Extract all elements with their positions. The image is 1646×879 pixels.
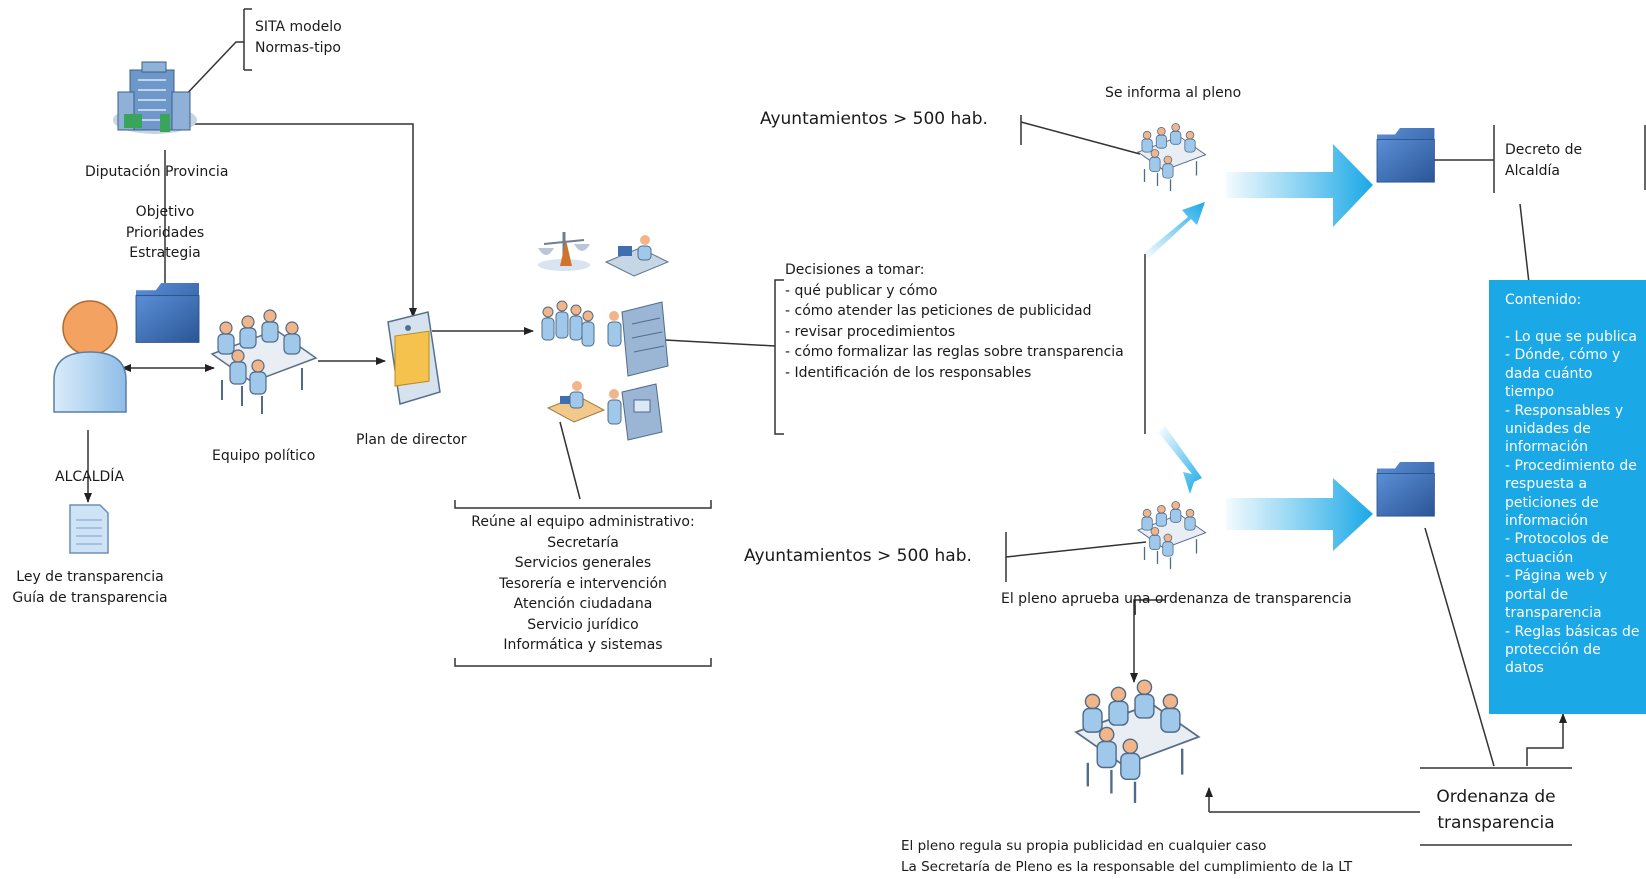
decisiones-label: Decisiones a tomar:- qué publicar y cómo… <box>785 262 1124 381</box>
contenido-item: - Lo que se publica <box>1505 329 1637 345</box>
big-arrow-top-icon <box>1226 144 1373 227</box>
contenido-item: - Página web y portal de transparencia <box>1505 568 1608 622</box>
computer-worker-icon <box>604 235 670 277</box>
contenido-item: - Responsables y unidades de información <box>1505 402 1624 456</box>
equipo-label: Equipo político <box>212 448 316 464</box>
people-group-icon <box>541 300 595 347</box>
informa-label: Se informa al pleno <box>1105 85 1242 101</box>
admin-team-icons <box>538 232 670 441</box>
big-arrow-bottom-icon <box>1226 478 1373 551</box>
ley-document-icon <box>69 504 109 554</box>
alcaldia-label: ALCALDÍA <box>55 469 125 485</box>
alcaldia-person-icon <box>53 300 127 413</box>
diagonal-arrow-up-icon <box>1143 202 1205 259</box>
diputacion-label: Diputación Provincia <box>85 164 229 180</box>
decreto-folder-icon <box>1376 127 1435 183</box>
aprueba-label: El pleno aprueba una ordenanza de transp… <box>1001 591 1352 607</box>
contenido-item: - Reglas básicas de protección de datos <box>1505 623 1640 677</box>
pleno-top-meeting-icon <box>1137 122 1207 192</box>
plan-director-tablet-icon <box>387 311 441 405</box>
contenido-box: Contenido: - Lo que se publica - Dónde, … <box>1489 280 1646 714</box>
folder-icon <box>135 282 200 343</box>
desk-worker-icon <box>546 381 606 423</box>
contenido-item: - Protocolos de actuación <box>1505 531 1609 566</box>
reune-label: Reúne al equipo administrativo:Secretarí… <box>471 514 695 653</box>
diagonal-arrow-down-icon <box>1158 426 1202 494</box>
diputacion-building-icon <box>113 61 197 134</box>
justice-scale-icon <box>538 232 590 271</box>
pleno-middle-meeting-icon <box>1137 500 1207 570</box>
ayto-bottom-label: Ayuntamientos > 500 hab. <box>744 546 972 566</box>
terminal-machine-icon <box>607 383 663 441</box>
pleno-bottom-meeting-icon <box>1074 679 1200 805</box>
contenido-list: - Lo que se publica - Dónde, cómo y dada… <box>1505 328 1643 678</box>
plan-label: Plan de director <box>356 432 467 448</box>
contenido-item: - Procedimiento de respuesta a peticione… <box>1505 457 1637 530</box>
contenido-item: - Dónde, cómo y dada cuánto tiempo <box>1505 347 1621 401</box>
pleno-regula-label: El pleno regula su propia publicidad en … <box>901 838 1353 875</box>
contenido-title: Contenido: <box>1505 292 1582 308</box>
equipo-meeting-icon <box>211 309 317 415</box>
server-rack-icon <box>607 301 669 377</box>
ordenanza-folder-icon <box>1376 461 1435 517</box>
ayto-top-label: Ayuntamientos > 500 hab. <box>760 109 988 129</box>
